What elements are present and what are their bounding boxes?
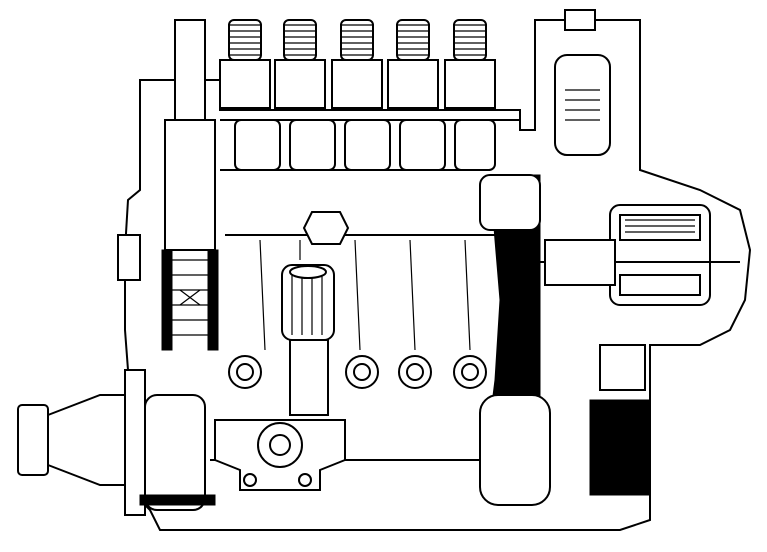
oil-sump-section bbox=[589, 399, 651, 496]
barrel-chambers bbox=[234, 119, 496, 171]
valve-holder-fitting bbox=[453, 19, 487, 61]
control-rod-link bbox=[599, 344, 646, 391]
barrel-window bbox=[289, 119, 336, 171]
delivery-valve-holder bbox=[219, 19, 271, 109]
drive-coupling bbox=[17, 369, 216, 516]
barrel-window bbox=[454, 119, 496, 171]
governor-cap bbox=[554, 54, 611, 156]
valve-holder-flange bbox=[444, 59, 496, 109]
adjust-screw bbox=[564, 9, 596, 31]
bolt bbox=[298, 473, 312, 487]
valve-holder-flange bbox=[274, 59, 326, 109]
valve-stem-housing bbox=[174, 19, 206, 121]
delivery-valve-holder bbox=[331, 19, 383, 109]
valve-holder-flange bbox=[387, 59, 439, 109]
seal-strip bbox=[207, 249, 219, 351]
valve-holder-fitting bbox=[340, 19, 374, 61]
valve-holder-fitting bbox=[228, 19, 262, 61]
governor-spring-pack bbox=[544, 239, 616, 286]
tappet-bore-inner bbox=[353, 363, 371, 381]
bearing-cover bbox=[124, 369, 146, 516]
side-nut bbox=[117, 234, 141, 281]
tappet-section bbox=[228, 211, 487, 389]
governor bbox=[479, 9, 740, 506]
barrel-window bbox=[234, 119, 281, 171]
coupling-nut bbox=[17, 404, 49, 476]
seal-strip bbox=[161, 249, 173, 351]
barrel-window bbox=[399, 119, 446, 171]
filter-cap bbox=[289, 265, 327, 279]
hex-plug bbox=[302, 211, 350, 245]
delivery-valve-holder bbox=[274, 19, 326, 109]
bearing-seal bbox=[139, 494, 216, 506]
cam-housing bbox=[479, 394, 551, 506]
bolt bbox=[243, 473, 257, 487]
left-valve-column bbox=[117, 19, 219, 351]
valve-holder-fitting bbox=[283, 19, 317, 61]
delivery-valve-holder bbox=[444, 19, 496, 109]
flyweight bbox=[619, 274, 701, 296]
barrel-window bbox=[344, 119, 391, 171]
drive-shaft-taper bbox=[47, 394, 126, 486]
delivery-valve-holder bbox=[387, 19, 439, 109]
tappet-bore-inner bbox=[461, 363, 479, 381]
feed-pump bbox=[214, 264, 346, 491]
valve-body bbox=[164, 119, 216, 251]
flyweight bbox=[619, 214, 701, 241]
feed-pump-body bbox=[289, 339, 329, 416]
valve-holder-flange bbox=[331, 59, 383, 109]
tappet-bore-inner bbox=[236, 363, 254, 381]
feed-pump-port-inner bbox=[269, 434, 291, 456]
camshaft-end bbox=[144, 394, 206, 511]
valve-holder-fitting bbox=[396, 19, 430, 61]
delivery-valve-holders bbox=[219, 19, 496, 109]
governor-hub bbox=[479, 174, 541, 231]
valve-holder-flange bbox=[219, 59, 271, 109]
tappet-bore-inner bbox=[406, 363, 424, 381]
